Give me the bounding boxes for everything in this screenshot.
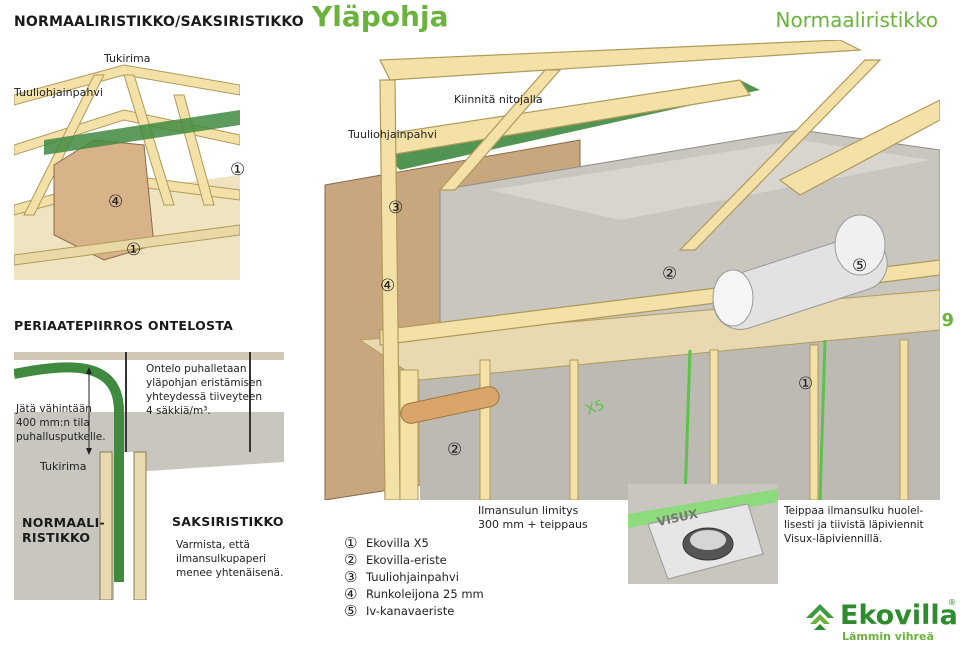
- logo-name: Ekovilla: [840, 600, 958, 631]
- legend-num: ③: [344, 567, 358, 586]
- label-tuuliohjainpahvi-left: Tuuliohjainpahvi: [14, 86, 103, 99]
- section-illustration: [14, 352, 284, 600]
- visux-illustration: VISUX: [628, 484, 778, 584]
- page-title: Yläpohja: [312, 0, 449, 33]
- marker-4-left: ④: [108, 192, 124, 212]
- label-tukirima-section: Tukirima: [40, 460, 87, 473]
- note-space: Jätä vähintään 400 mm:n tila puhallusput…: [16, 403, 106, 443]
- legend-num: ④: [344, 584, 358, 603]
- legend-num: ②: [344, 550, 358, 569]
- header-right-title: Normaaliristikko: [775, 8, 938, 32]
- legend-num: ①: [344, 533, 358, 552]
- attic-main-illustration: [324, 40, 940, 500]
- legend-label: Ekovilla-eriste: [366, 552, 447, 567]
- legend-label: Runkoleijona 25 mm: [366, 586, 484, 601]
- cavity-caption: PERIAATEPIIRROS ONTELOSTA: [14, 318, 234, 333]
- marker-2-top: ②: [662, 264, 678, 284]
- legend-item: ① Ekovilla X5: [344, 533, 484, 552]
- label-kiinnita: Kiinnitä nitojalla: [454, 93, 543, 106]
- legend-label: Ekovilla X5: [366, 535, 429, 550]
- note-overlap: Ilmansulun limitys 300 mm + teippaus: [478, 504, 588, 531]
- note-visux: Teippaa ilmansulku huolel- lisesti ja ti…: [784, 505, 924, 545]
- legend-item: ④ Runkoleijona 25 mm: [344, 584, 484, 603]
- label-tukirima-left: Tukirima: [104, 52, 151, 65]
- legend: ① Ekovilla X5 ② Ekovilla-eriste ③ Tuuliohja…: [344, 533, 484, 620]
- cavity-3d-illustration: [14, 55, 240, 280]
- marker-2-bottom: ②: [447, 440, 463, 460]
- legend-item: ③ Tuuliohjainpahvi: [344, 567, 484, 586]
- label-normaaliristikko: NORMAALI- RISTIKKO: [22, 515, 106, 545]
- label-saksiristikko: SAKSIRISTIKKO: [172, 514, 284, 529]
- header-left-title: NORMAALIRISTIKKO/SAKSIRISTIKKO: [14, 14, 304, 30]
- logo-tagline: Lämmin vihreä: [842, 630, 934, 643]
- marker-4-main: ④: [380, 276, 396, 296]
- legend-num: ⑤: [344, 601, 358, 620]
- legend-item: ⑤ Iv-kanavaeriste: [344, 601, 484, 620]
- ekovilla-leaf-icon: [806, 604, 834, 630]
- note-blow: Ontelo puhalletaan yläpohjan eristämisen…: [146, 363, 263, 417]
- logo-registered: ®: [948, 598, 956, 607]
- legend-label: Iv-kanavaeriste: [366, 603, 455, 618]
- label-tuuliohjainpahvi-main: Tuuliohjainpahvi: [348, 128, 437, 141]
- marker-1-top: ①: [230, 160, 246, 180]
- marker-1-left: ①: [126, 240, 142, 260]
- marker-5: ⑤: [852, 256, 868, 276]
- legend-item: ② Ekovilla-eriste: [344, 550, 484, 569]
- marker-3: ③: [388, 198, 404, 218]
- page-number: 9: [941, 310, 954, 331]
- legend-label: Tuuliohjainpahvi: [366, 569, 459, 584]
- ekovilla-logo: Ekovilla ® Lämmin vihreä: [804, 598, 958, 644]
- marker-1-right: ①: [798, 374, 814, 394]
- note-saksi: Varmista, että ilmansulkupaperi menee yh…: [176, 539, 284, 579]
